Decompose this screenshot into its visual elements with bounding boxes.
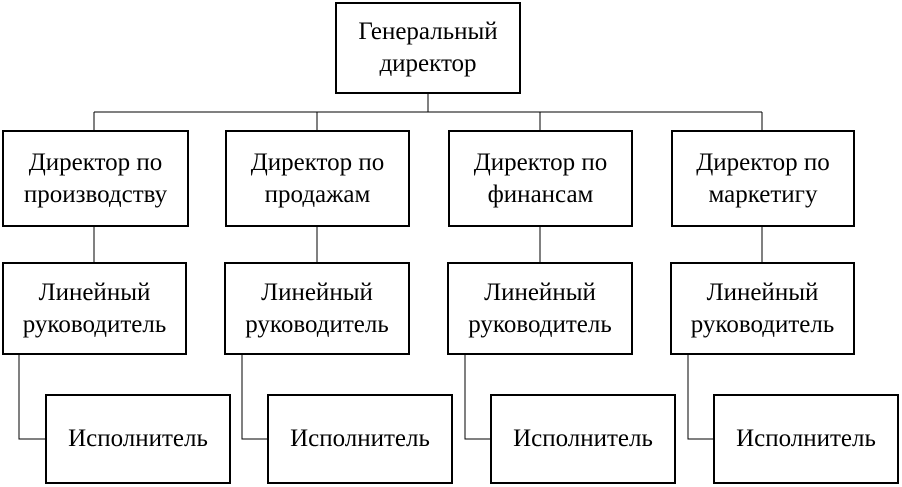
node-executor: Исполнитель — [713, 394, 899, 484]
connector-line-exec-0 — [18, 355, 45, 440]
node-line-manager: Линейный руководитель — [224, 262, 410, 355]
node-director-production: Директор по производству — [2, 130, 189, 227]
connector-line-exec-2 — [464, 355, 490, 440]
node-director-sales: Директор по продажам — [225, 130, 410, 227]
node-executor: Исполнитель — [45, 394, 231, 484]
connector-line-exec-1 — [241, 355, 267, 440]
node-line-manager: Линейный руководитель — [670, 262, 855, 355]
node-line-manager: Линейный руководитель — [2, 262, 187, 355]
node-director-finance: Директор по финансам — [448, 130, 633, 227]
node-executor: Исполнитель — [267, 394, 453, 484]
node-general-director: Генеральный директор — [335, 2, 521, 94]
node-executor: Исполнитель — [490, 394, 676, 484]
connector-line-exec-3 — [687, 355, 713, 440]
node-line-manager: Линейный руководитель — [447, 262, 633, 355]
node-director-marketing: Директор по маркетигу — [671, 130, 855, 227]
